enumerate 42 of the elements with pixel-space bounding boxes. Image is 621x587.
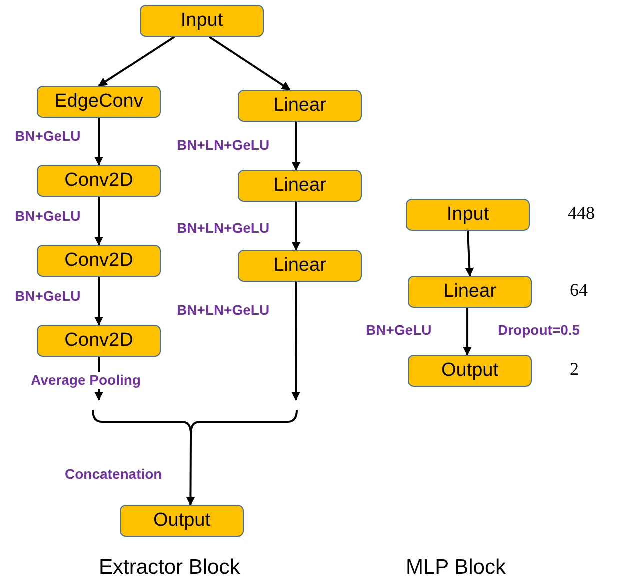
block-caption: MLP Block <box>406 556 506 580</box>
process-box <box>238 90 362 122</box>
process-box <box>238 170 362 202</box>
annotation-label: Dropout=0.5 <box>497 322 582 339</box>
process-box <box>408 276 532 308</box>
dimension-value: 2 <box>570 359 579 380</box>
node-label: Input <box>180 10 224 32</box>
arrow <box>186 434 196 506</box>
dimension-value: 64 <box>570 280 588 301</box>
process-box <box>120 505 244 537</box>
node-label: Conv2D <box>64 250 134 272</box>
node-label: Output <box>441 360 499 382</box>
node-label: Input <box>446 204 490 226</box>
arrow <box>94 118 104 166</box>
process-box <box>238 250 362 282</box>
process-box <box>37 86 161 118</box>
node-label: Linear <box>274 175 326 197</box>
process-box <box>408 355 532 387</box>
arrow <box>292 122 301 171</box>
arrow <box>465 230 474 277</box>
arrow <box>98 36 176 87</box>
arrow <box>463 308 472 356</box>
process-box <box>140 5 264 37</box>
arrow <box>94 197 104 246</box>
edge-label: Average Pooling <box>30 372 142 389</box>
node-label: Linear <box>274 95 326 117</box>
process-box <box>37 245 161 277</box>
arrow <box>292 282 301 401</box>
node-label: EdgeConv <box>54 91 144 113</box>
node-label: Conv2D <box>64 330 134 352</box>
node-label: Output <box>153 510 211 532</box>
node-label: Conv2D <box>64 170 134 192</box>
process-box <box>37 325 161 357</box>
arrow <box>94 277 104 326</box>
arrow <box>208 36 291 91</box>
process-box <box>37 165 161 197</box>
process-box <box>406 199 530 231</box>
block-caption: Extractor Block <box>99 556 240 580</box>
node-label: Linear <box>444 281 496 303</box>
arrow <box>292 202 301 251</box>
dimension-value: 448 <box>568 203 595 224</box>
node-label: Linear <box>274 255 326 277</box>
